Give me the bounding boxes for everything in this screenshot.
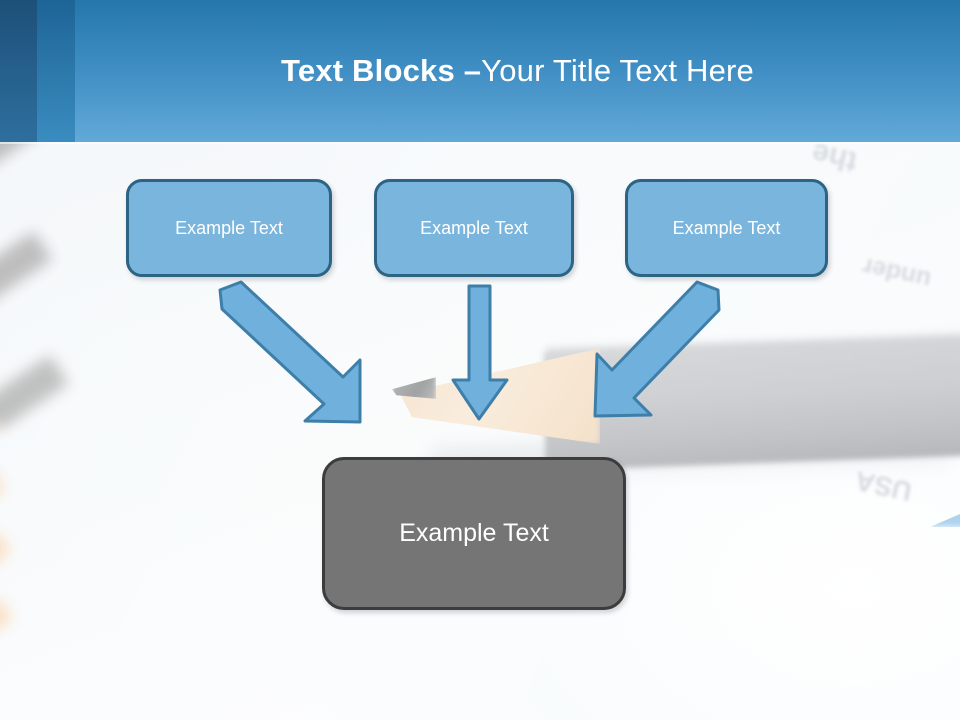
header-gradient-panel — [75, 0, 960, 142]
title-light-part: Your Title Text Here — [481, 53, 754, 88]
arrow-down-right-icon — [218, 280, 362, 424]
text-block-1[interactable]: Example Text — [126, 179, 332, 277]
text-block-2[interactable]: Example Text — [374, 179, 574, 277]
arrow-down-left-icon — [593, 280, 721, 418]
page-title: Text Blocks – Your Title Text Here — [75, 0, 960, 142]
result-text-block[interactable]: Example Text — [322, 457, 626, 610]
text-block-1-label: Example Text — [175, 217, 283, 238]
accent-band-mid — [37, 0, 75, 142]
accent-band-dark — [0, 0, 37, 142]
text-block-3-label: Example Text — [672, 217, 781, 238]
header-divider — [0, 142, 960, 144]
arrow-down-icon — [451, 284, 509, 421]
text-block-2-label: Example Text — [420, 217, 528, 238]
slide-header: Text Blocks – Your Title Text Here — [0, 0, 960, 142]
title-bold-part: Text Blocks – — [281, 53, 482, 88]
text-block-3[interactable]: Example Text — [625, 179, 828, 277]
result-text-block-label: Example Text — [399, 519, 549, 547]
